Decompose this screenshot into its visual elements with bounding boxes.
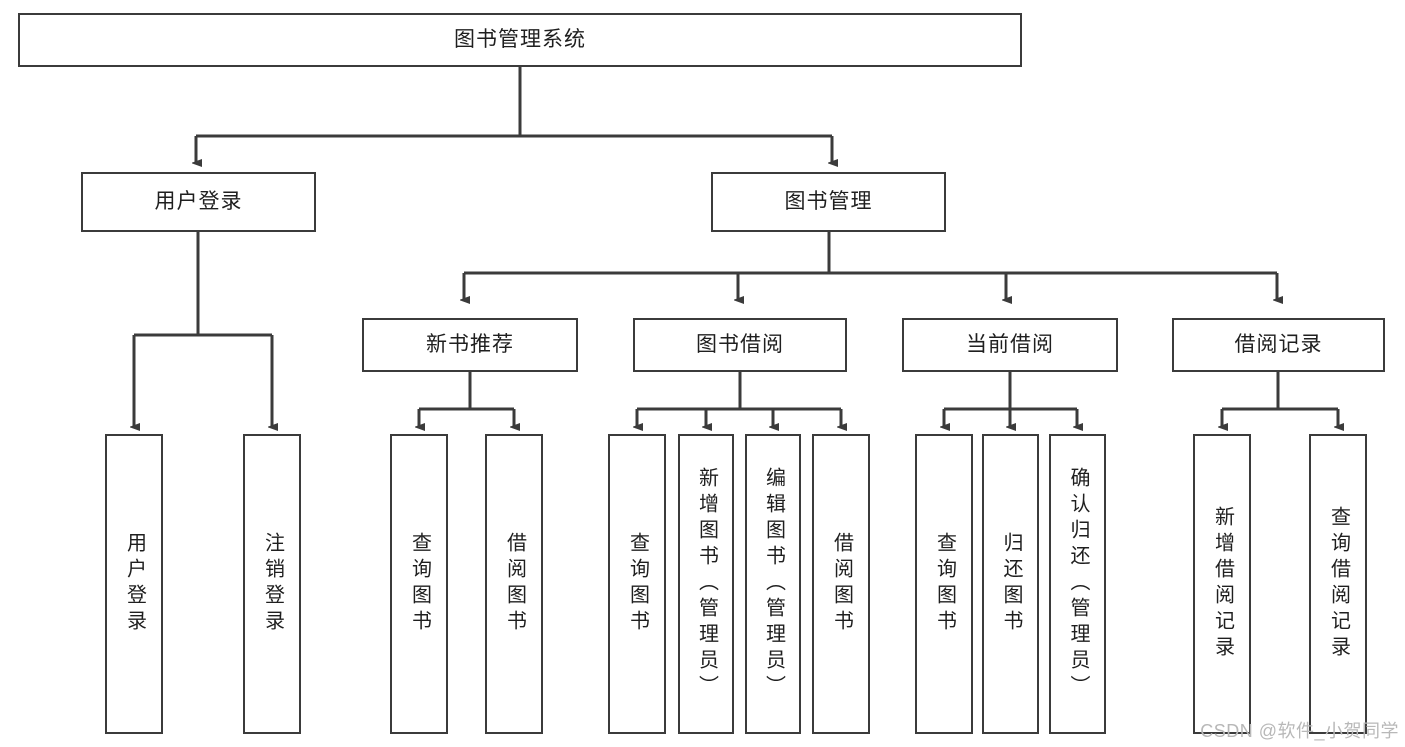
node-leaf-query-book-borrow[interactable]: 查询图书 bbox=[608, 434, 666, 734]
node-leaf-return-book[interactable]: 归还图书 bbox=[982, 434, 1039, 734]
node-leaf-edit-book[interactable]: 编辑图书（管理员） bbox=[745, 434, 801, 734]
node-label: 图书借阅 bbox=[696, 333, 784, 357]
node-leaf-add-book[interactable]: 新增图书（管理员） bbox=[678, 434, 734, 734]
node-label: 查询图书 bbox=[933, 532, 956, 636]
node-label: 查询图书 bbox=[408, 532, 431, 636]
node-label: 编辑图书（管理员） bbox=[762, 467, 785, 701]
node-leaf-user-login[interactable]: 用户登录 bbox=[105, 434, 163, 734]
node-book-manage[interactable]: 图书管理 bbox=[711, 172, 946, 232]
node-root-system[interactable]: 图书管理系统 bbox=[18, 13, 1022, 67]
node-label: 当前借阅 bbox=[966, 333, 1054, 357]
node-leaf-add-borrow-record[interactable]: 新增借阅记录 bbox=[1193, 434, 1251, 734]
node-label: 图书管理 bbox=[784, 190, 873, 214]
node-book-borrow[interactable]: 图书借阅 bbox=[633, 318, 847, 372]
node-label: 借阅图书 bbox=[503, 532, 526, 636]
node-leaf-borrow-book-recommend[interactable]: 借阅图书 bbox=[485, 434, 543, 734]
node-current-borrow[interactable]: 当前借阅 bbox=[902, 318, 1118, 372]
node-label: 新增图书（管理员） bbox=[695, 467, 718, 701]
node-leaf-query-book-recommend[interactable]: 查询图书 bbox=[390, 434, 448, 734]
node-label: 借阅记录 bbox=[1234, 333, 1323, 357]
node-label: 确认归还（管理员） bbox=[1067, 467, 1089, 701]
node-label: 查询借阅记录 bbox=[1327, 506, 1350, 662]
node-label: 用户登录 bbox=[123, 532, 146, 636]
node-new-book-recommend[interactable]: 新书推荐 bbox=[362, 318, 578, 372]
node-label: 归还图书 bbox=[1000, 532, 1022, 636]
node-label: 查询图书 bbox=[626, 532, 649, 636]
node-leaf-borrow-book[interactable]: 借阅图书 bbox=[812, 434, 870, 734]
node-leaf-confirm-return[interactable]: 确认归还（管理员） bbox=[1049, 434, 1106, 734]
node-label: 借阅图书 bbox=[830, 532, 853, 636]
node-leaf-query-borrow-record[interactable]: 查询借阅记录 bbox=[1309, 434, 1367, 734]
node-label: 图书管理系统 bbox=[454, 28, 586, 52]
node-leaf-query-book-current[interactable]: 查询图书 bbox=[915, 434, 973, 734]
node-label: 注销登录 bbox=[261, 532, 284, 636]
node-label: 新增借阅记录 bbox=[1211, 506, 1234, 662]
node-user-login[interactable]: 用户登录 bbox=[81, 172, 316, 232]
node-borrow-record[interactable]: 借阅记录 bbox=[1172, 318, 1385, 372]
node-label: 用户登录 bbox=[154, 190, 243, 214]
node-leaf-logout-login[interactable]: 注销登录 bbox=[243, 434, 301, 734]
node-label: 新书推荐 bbox=[426, 333, 514, 357]
